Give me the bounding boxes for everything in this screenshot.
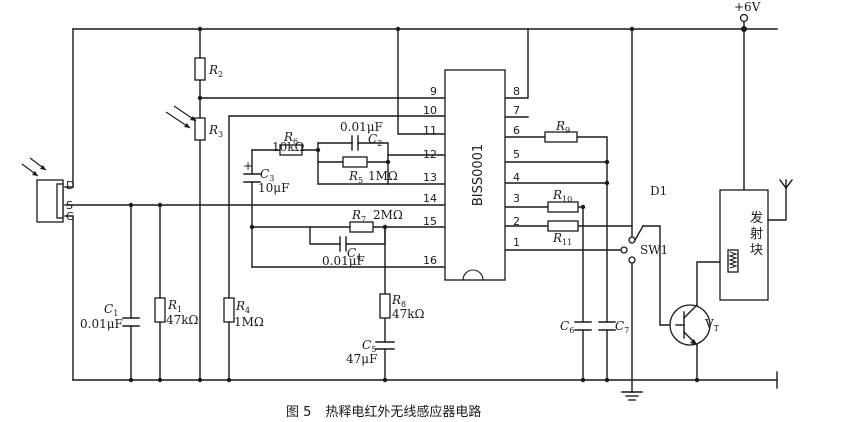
svg-text:10μF: 10μF [258, 181, 289, 195]
svg-text:块: 块 [750, 243, 763, 258]
pin-label: 16 [423, 254, 437, 267]
pin-label: 10 [423, 104, 437, 117]
svg-text:2MΩ: 2MΩ [373, 208, 403, 222]
svg-text:1MΩ: 1MΩ [368, 169, 398, 183]
sensor-pin: D [66, 179, 74, 192]
sensor-pin: S [66, 199, 73, 212]
svg-text:C2: C2 [368, 132, 382, 148]
power-terminal: +6V [734, 0, 761, 32]
capacitors: C1 0.01μF 0.01μF C2 + C3 10μF C4 0.01μF … [80, 120, 629, 366]
svg-text:发: 发 [750, 210, 763, 226]
r6-value: 10kΩ [272, 140, 305, 154]
svg-text:+6V: +6V [734, 0, 761, 14]
pin-label: 3 [513, 192, 520, 205]
resistor-r5 [342, 156, 368, 168]
pin-label: 9 [430, 85, 437, 98]
resistor-r8 [379, 293, 391, 319]
svg-text:R4: R4 [235, 299, 250, 315]
pin-label: 6 [513, 124, 520, 137]
pin-label: 2 [513, 215, 520, 228]
pir-sensor: D S G [21, 157, 75, 223]
ic-name: BISS0001 [471, 144, 486, 206]
wires [64, 17, 778, 393]
pin-label: 1 [513, 236, 520, 249]
resistor-r2 [194, 57, 206, 81]
sensor-pin: G [66, 210, 75, 223]
pin-label: 12 [423, 148, 437, 161]
light-arrows-icon [165, 105, 197, 129]
svg-text:0.01μF: 0.01μF [80, 317, 123, 331]
ground-icon [621, 371, 778, 401]
svg-text:R2: R2 [208, 63, 223, 79]
resistor-r1 [154, 297, 166, 323]
svg-text:R9: R9 [555, 119, 570, 135]
antenna-icon [767, 179, 793, 221]
resistors: R2 R3 R1 47kΩ R4 1MΩ R6 10kΩ R5 1MΩ R7 2… [154, 57, 579, 329]
svg-text:C1: C1 [104, 302, 118, 318]
resistor-r3 [194, 117, 206, 141]
pin-label: 8 [513, 85, 520, 98]
svg-text:C4: C4 [347, 246, 361, 262]
svg-text:R7: R7 [351, 208, 366, 224]
svg-text:0.01μF: 0.01μF [322, 254, 365, 268]
svg-text:射: 射 [750, 226, 763, 242]
pin-label: 5 [513, 148, 520, 161]
svg-text:C6: C6 [560, 319, 574, 335]
resistor-r4 [223, 297, 235, 323]
svg-text:R1: R1 [167, 298, 182, 314]
junction-dots [128, 26, 700, 383]
ic-biss0001: BISS0001 9 10 11 12 13 14 15 16 8 7 6 5 … [423, 69, 520, 281]
svg-text:R8: R8 [391, 293, 406, 309]
svg-text:+: + [243, 159, 253, 173]
pin-label: 7 [513, 104, 520, 117]
switch-sw1: SW1 D1 [620, 184, 668, 264]
svg-text:R10: R10 [552, 188, 572, 204]
resistor-r10 [547, 201, 579, 213]
svg-text:C7: C7 [615, 319, 629, 335]
pin-label: 11 [423, 124, 437, 137]
svg-text:1MΩ: 1MΩ [234, 315, 264, 329]
svg-text:VT: VT [704, 317, 720, 333]
resistor-r11 [547, 220, 579, 232]
resistor-r7 [349, 221, 374, 233]
svg-text:R11: R11 [552, 231, 572, 247]
svg-text:0.01μF: 0.01μF [340, 120, 383, 134]
svg-text:R3: R3 [208, 123, 223, 139]
svg-text:SW1: SW1 [640, 243, 668, 257]
svg-text:47μF: 47μF [346, 352, 377, 366]
pin-label: 15 [423, 215, 437, 228]
svg-text:R5: R5 [348, 169, 363, 185]
svg-text:C3: C3 [260, 167, 274, 183]
svg-text:R6: R6 [283, 130, 298, 146]
pin-label: 14 [423, 192, 437, 205]
light-arrows-icon [21, 157, 47, 177]
transistor-vt: VT [669, 304, 720, 346]
svg-text:C5: C5 [362, 338, 376, 354]
svg-text:47kΩ: 47kΩ [166, 313, 199, 327]
svg-text:47kΩ: 47kΩ [392, 307, 425, 321]
d1-label: D1 [650, 184, 667, 198]
transmitter-block: 发 射 块 [719, 179, 793, 301]
pin-label: 13 [423, 171, 437, 184]
pin-label: 4 [513, 171, 520, 184]
resistor-r9 [544, 131, 578, 143]
resistor-r6 [279, 144, 303, 156]
